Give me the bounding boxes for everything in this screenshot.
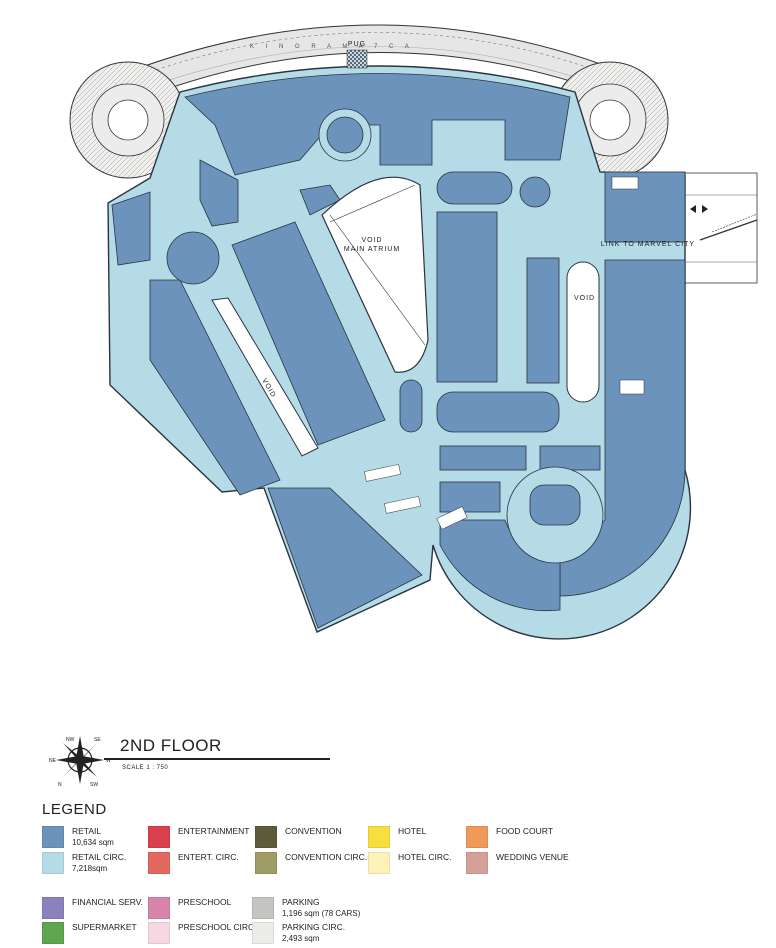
- compass-nw: NW: [66, 737, 75, 743]
- legend-item-entertainment: ENTERTAINMENT: [148, 826, 249, 848]
- scale-text: SCALE 1 : 750: [122, 765, 169, 771]
- legend-item-hotel: HOTEL: [368, 826, 426, 848]
- escalators: [364, 176, 645, 530]
- main-atrium-label: MAIN ATRIUM: [344, 246, 400, 253]
- link-label: LINK TO MARVEL CITY: [601, 241, 695, 248]
- legend-area: 1,196 sqm (78 CARS): [282, 909, 361, 918]
- legend-swatch: [42, 922, 64, 944]
- floor-plan: K I N G R A M A 7 C A: [69, 24, 758, 640]
- legend-label: RETAIL CIRC.: [72, 852, 127, 862]
- compass-se: SE: [94, 737, 101, 743]
- right-void: [566, 261, 600, 403]
- legend-label: PRESCHOOL: [178, 897, 232, 907]
- circular-drums: [166, 108, 604, 564]
- legend-swatch: [148, 922, 170, 944]
- legend-swatch: [42, 826, 64, 848]
- legend-swatch: [252, 897, 274, 919]
- legend-item-retail: RETAIL 10,634 sqm: [42, 826, 114, 848]
- compass-sw: SW: [90, 782, 98, 788]
- legend-item-hotel-circ: HOTEL CIRC.: [368, 852, 452, 874]
- legend-area: 7,218sqm: [72, 864, 108, 873]
- legend-item-supermarket: SUPERMARKET: [42, 922, 137, 944]
- legend-label: PARKING CIRC.: [282, 922, 346, 932]
- legend-label: RETAIL: [72, 826, 102, 836]
- compass-n: N: [58, 782, 62, 788]
- legend-label: HOTEL CIRC.: [398, 852, 452, 862]
- legend-item-wedding-venue: WEDDING VENUE: [466, 852, 569, 874]
- legend-swatch: [255, 826, 277, 848]
- compass-ne: NE: [49, 758, 57, 764]
- legend-label: CONVENTION CIRC.: [285, 852, 368, 862]
- legend-swatch: [148, 897, 170, 919]
- legend-label: PRESCHOOL CIRC.: [178, 922, 257, 932]
- title-rule: [104, 758, 330, 760]
- legend-area: 10,634 sqm: [72, 838, 114, 847]
- legend-swatch: [466, 826, 488, 848]
- pug-label: PUG: [348, 41, 366, 48]
- pug-entrance: [346, 49, 368, 69]
- legend-area: 2,493 sqm: [282, 934, 320, 943]
- legend-label: CONVENTION: [285, 826, 342, 836]
- legend-label: ENTERTAINMENT: [178, 826, 250, 836]
- legend-label: WEDDING VENUE: [496, 852, 569, 862]
- main-atrium-void: [321, 176, 429, 373]
- legend-item-parking: PARKING 1,196 sqm (78 CARS): [252, 897, 360, 919]
- title-block: NW SE NE W N SW 2ND FLOOR SCALE 1 : 750: [48, 728, 330, 788]
- road-label: K I N G R A M A 7 C A: [250, 44, 414, 50]
- legend-label: ENTERT. CIRC.: [178, 852, 239, 862]
- legend-item-convention: CONVENTION: [255, 826, 342, 848]
- legend-swatch: [368, 852, 390, 874]
- legend-swatch: [255, 852, 277, 874]
- legend-label: HOTEL: [398, 826, 427, 836]
- legend-item-food-court: FOOD COURT: [466, 826, 553, 848]
- retail-units: [111, 73, 686, 629]
- legend-label: PARKING: [282, 897, 320, 907]
- legend-item-financial-serv: FINANCIAL SERV.: [42, 897, 143, 919]
- floor-title: 2ND FLOOR: [120, 736, 222, 755]
- legend-item-convention-circ: CONVENTION CIRC.: [255, 852, 367, 874]
- legend-item-preschool-circ: PRESCHOOL CIRC.: [148, 922, 257, 944]
- legend-swatch: [42, 897, 64, 919]
- legend-swatch: [252, 922, 274, 944]
- void-label-right: VOID: [574, 295, 595, 302]
- legend-item-retail-circ: RETAIL CIRC. 7,218sqm: [42, 852, 126, 874]
- legend-label: SUPERMARKET: [72, 922, 137, 932]
- legend-swatch: [148, 852, 170, 874]
- legend-label: FOOD COURT: [496, 826, 553, 836]
- legend-label: FINANCIAL SERV.: [72, 897, 144, 907]
- legend-swatch: [148, 826, 170, 848]
- legend-swatch: [42, 852, 64, 874]
- legend-item-parking-circ: PARKING CIRC. 2,493 sqm: [252, 922, 345, 944]
- legend-swatch: [466, 852, 488, 874]
- legend-title: LEGEND: [42, 801, 107, 818]
- compass-icon: NW SE NE W N SW: [49, 736, 111, 788]
- void-label-main: VOID: [361, 237, 382, 244]
- legend-swatch: [368, 826, 390, 848]
- compass-w: W: [106, 758, 111, 764]
- left-void: [211, 297, 319, 457]
- link-bridge: [684, 172, 758, 284]
- legend-item-entert-circ: ENTERT. CIRC.: [148, 852, 239, 874]
- legend-item-preschool: PRESCHOOL: [148, 897, 231, 919]
